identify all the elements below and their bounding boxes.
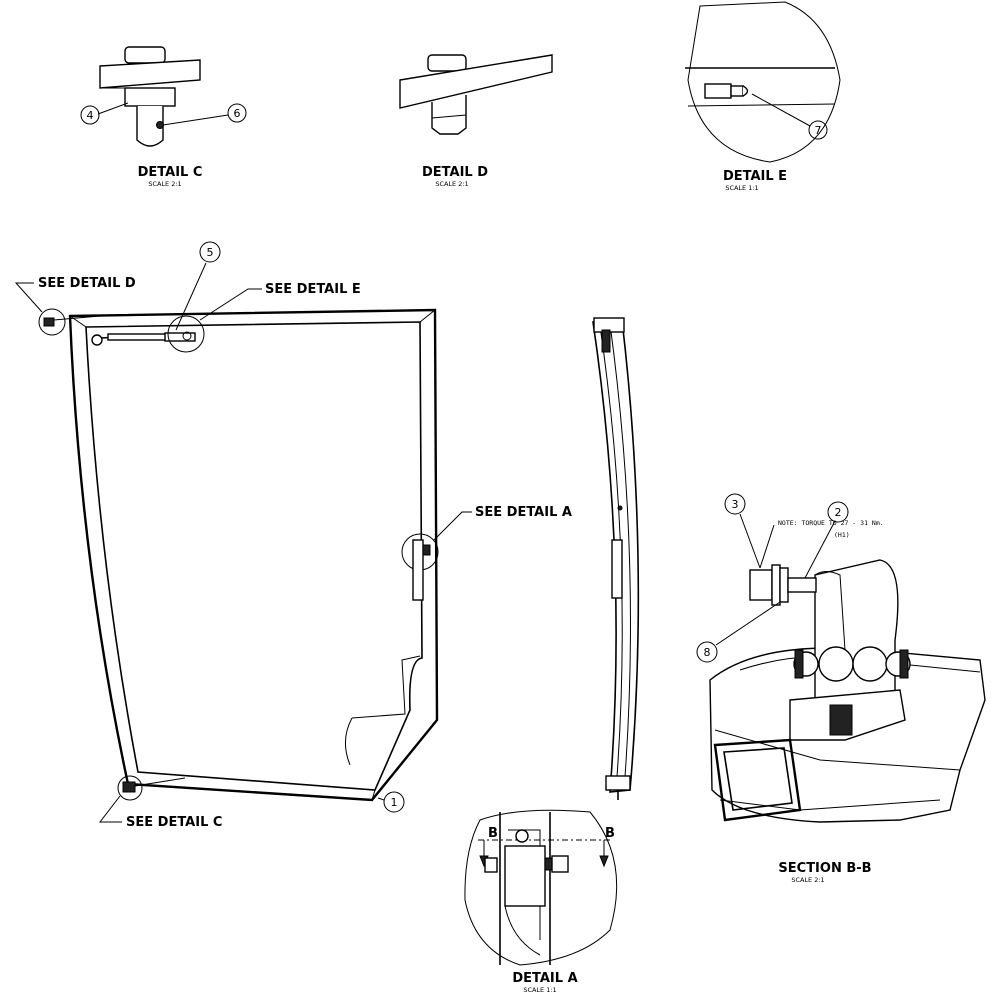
callout-see-detail-d: SEE DETAIL D — [38, 276, 136, 291]
detail-d-marker — [38, 308, 66, 336]
detail-e-scale: SCALE 1:1 — [725, 184, 758, 192]
detail-e-marker — [167, 315, 205, 353]
section-bb-scale: SCALE 2:1 — [791, 876, 824, 884]
detail-a-scale: SCALE 1:1 — [523, 986, 556, 994]
balloon-2 — [827, 501, 849, 523]
balloon-1-label: 1 — [391, 796, 398, 809]
latch-bolt — [422, 544, 431, 556]
section-bb-title: SECTION B-B — [778, 861, 871, 876]
latch-handle — [412, 539, 424, 601]
leader-2 — [804, 520, 836, 579]
detail-a-title: DETAIL A — [512, 971, 577, 986]
leader-6 — [162, 114, 229, 126]
gas-strut — [91, 331, 196, 346]
leader-8 — [715, 601, 781, 646]
balloon-7 — [808, 120, 828, 140]
leader-1 — [377, 797, 385, 801]
balloon-4-label: 4 — [87, 109, 94, 122]
hinge-top-arm — [53, 315, 101, 321]
leader-see-d — [14, 282, 43, 313]
balloon-2-label: 2 — [835, 506, 842, 519]
cut-mark-b-left: B — [488, 826, 498, 841]
detail-d-scale: SCALE 2:1 — [435, 180, 468, 188]
torque-note-line1: NOTE: TORQUE TO 27 - 31 Nm. — [778, 519, 884, 527]
detail-c-view — [99, 46, 201, 147]
leader-see-c — [98, 795, 122, 823]
detail-a-view — [464, 809, 618, 966]
cut-mark-b-right: B — [605, 826, 615, 841]
torque-note-line2: (H1) — [834, 531, 850, 539]
leader-7 — [751, 93, 811, 127]
leader-3 — [739, 513, 761, 569]
detail-e-title: DETAIL E — [723, 169, 787, 184]
balloon-6 — [227, 103, 247, 123]
detail-d-view — [399, 54, 553, 135]
leader-see-e — [199, 288, 262, 321]
detail-c-scale: SCALE 2:1 — [148, 180, 181, 188]
balloon-5 — [199, 241, 221, 263]
balloon-7-label: 7 — [815, 124, 822, 137]
callout-see-detail-c: SEE DETAIL C — [126, 815, 222, 830]
balloon-6-label: 6 — [234, 107, 241, 120]
detail-e-view — [685, 1, 841, 163]
detail-c-title: DETAIL C — [138, 165, 203, 180]
balloon-4 — [80, 105, 100, 125]
door-side-view — [592, 317, 640, 800]
balloon-8-label: 8 — [704, 646, 711, 659]
section-bb-view — [709, 559, 986, 823]
balloon-8 — [696, 641, 718, 663]
balloon-1 — [383, 791, 405, 813]
balloon-3-label: 3 — [732, 498, 739, 511]
detail-c-hinge — [122, 781, 136, 793]
leader-note — [759, 524, 775, 569]
door-frame — [68, 308, 439, 802]
leader-see-a — [433, 511, 472, 541]
detail-d-title: DETAIL D — [422, 165, 488, 180]
balloon-5-label: 5 — [207, 246, 214, 259]
leader-5 — [175, 262, 207, 331]
callout-see-detail-a: SEE DETAIL A — [475, 505, 572, 520]
callout-see-detail-e: SEE DETAIL E — [265, 282, 361, 297]
balloon-3 — [724, 493, 746, 515]
detail-c-marker — [117, 775, 143, 801]
hinge-bottom-arm — [134, 777, 186, 787]
detail-d-hinge — [43, 317, 55, 327]
leader-4 — [97, 102, 129, 115]
